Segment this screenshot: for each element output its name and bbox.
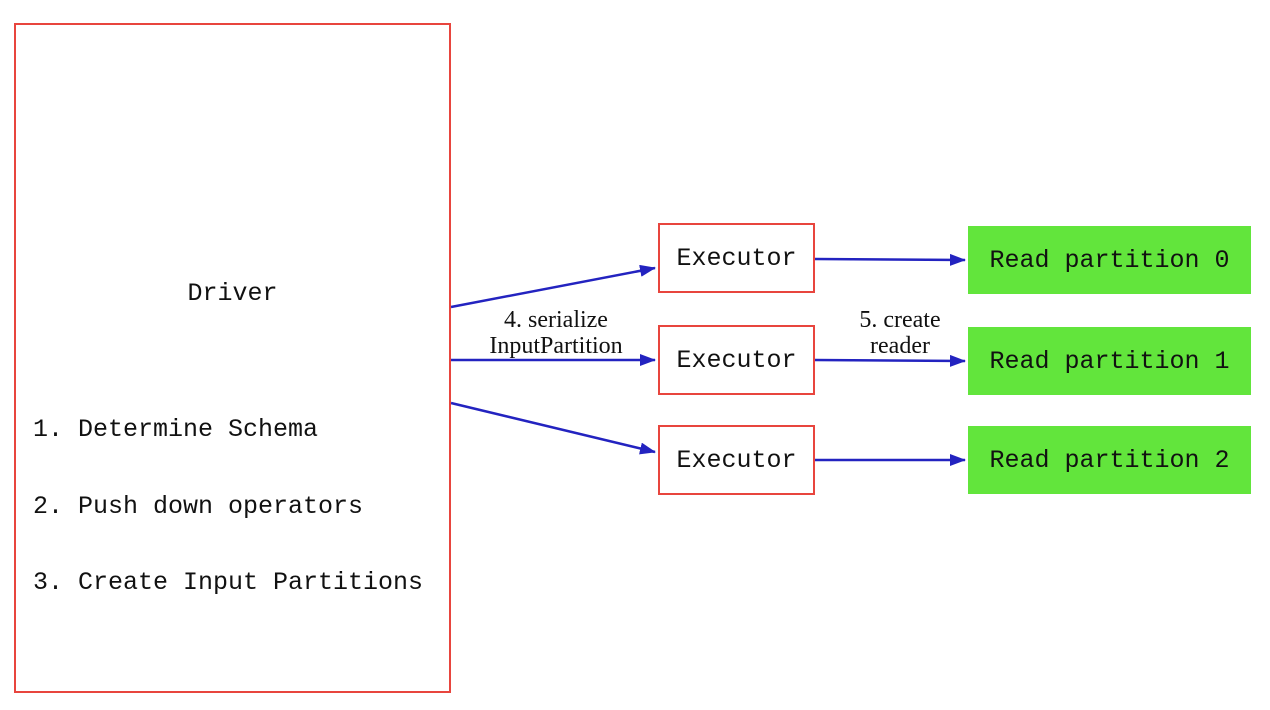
driver-step-push-down-operators: 2. Push down operators: [33, 491, 364, 521]
executor-label-2: Executor: [676, 445, 797, 475]
driver-node: Driver 1. Determine Schema 2. Push down …: [14, 23, 451, 693]
arrow-driver-to-executor-2: [450, 401, 656, 455]
driver-steps: 1. Determine Schema 2. Push down operato…: [33, 366, 423, 647]
executor-label-1: Executor: [676, 345, 797, 375]
driver-step-determine-schema: 1. Determine Schema: [33, 415, 319, 444]
read-partition-label-2: Read partition 2: [989, 445, 1230, 475]
executor-node-0: Executor: [658, 223, 815, 293]
read-partition-node-2: Read partition 2: [968, 426, 1251, 494]
executor-node-1: Executor: [658, 325, 815, 395]
edge-label-serialize: 4. serialize InputPartition: [456, 307, 656, 359]
read-partition-node-0: Read partition 0: [968, 226, 1251, 294]
driver-title: Driver: [187, 279, 278, 308]
arrow-executor-1-to-partition-1: [814, 354, 966, 367]
edge-label-serialize-line1: 4. serialize: [504, 307, 608, 333]
edge-label-create-reader: 5. create reader: [820, 307, 980, 359]
executor-label-0: Executor: [676, 243, 797, 273]
read-partition-node-1: Read partition 1: [968, 327, 1251, 395]
read-partition-label-1: Read partition 1: [989, 346, 1230, 376]
edge-label-create-reader-line1: 5. create: [859, 307, 941, 333]
arrow-driver-to-executor-0: [450, 264, 656, 309]
executor-node-2: Executor: [658, 425, 815, 495]
arrow-executor-0-to-partition-0: [814, 253, 966, 266]
edge-label-serialize-line2: InputPartition: [489, 333, 623, 359]
edge-label-create-reader-line2: reader: [870, 333, 930, 359]
read-partition-label-0: Read partition 0: [989, 245, 1230, 275]
driver-step-create-input-partitions: 3. Create Input Partitions: [33, 568, 424, 597]
